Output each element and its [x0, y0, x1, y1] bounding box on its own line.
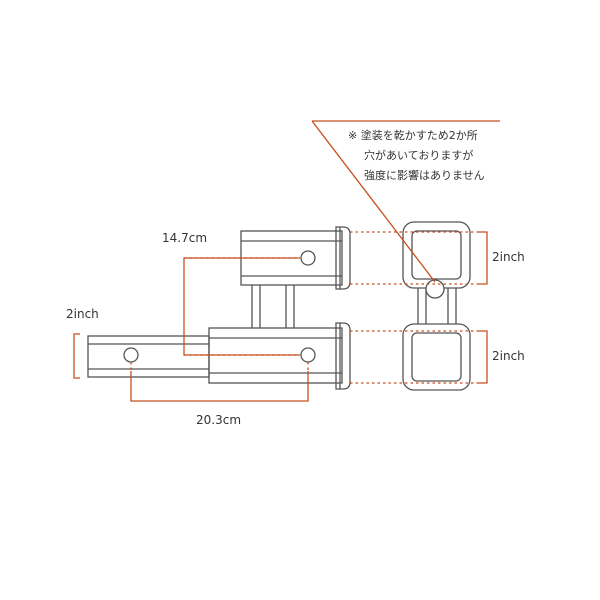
drain-hole	[425, 279, 445, 299]
hole-spacing-lower-bracket	[130, 371, 309, 402]
end-view-upper-receiver	[402, 221, 471, 289]
lower-receiver-height-label: 2inch	[492, 349, 525, 363]
note-leader	[311, 120, 500, 283]
lower-height-bracket	[479, 330, 488, 384]
dimension-lines	[73, 120, 500, 402]
upper-receiver-hole	[300, 250, 316, 266]
lower-receiver-hole	[300, 347, 316, 363]
upper-receiver-height-label: 2inch	[492, 250, 525, 264]
end-view-connector	[417, 288, 457, 324]
hole-spacing-lower-label: 20.3cm	[196, 413, 242, 427]
note-line-2: 穴があいておりますが	[364, 149, 474, 162]
hole-spacing-upper-label: 14.7cm	[162, 231, 208, 245]
shank-bar	[87, 335, 210, 378]
lower-receiver-collar	[335, 322, 351, 390]
end-view-lower-receiver	[402, 323, 471, 391]
note-line-3: 強度に影響はありません	[364, 169, 485, 182]
paint-drain-note: ※ 塗装を乾かすため2か所 穴があいておりますが 強度に影響はありません	[348, 126, 485, 186]
note-line-1: ※ 塗装を乾かすため2か所	[348, 129, 478, 142]
hole-spacing-upper-bracket	[183, 257, 300, 356]
left-height-bracket	[73, 333, 80, 379]
left-receiver-height-label: 2inch	[66, 307, 99, 321]
upper-receiver-collar	[335, 226, 351, 290]
upper-height-bracket	[479, 231, 488, 285]
dimension-extension-lines	[130, 231, 479, 384]
connecting-posts	[251, 285, 295, 328]
shank-hole	[123, 347, 139, 363]
